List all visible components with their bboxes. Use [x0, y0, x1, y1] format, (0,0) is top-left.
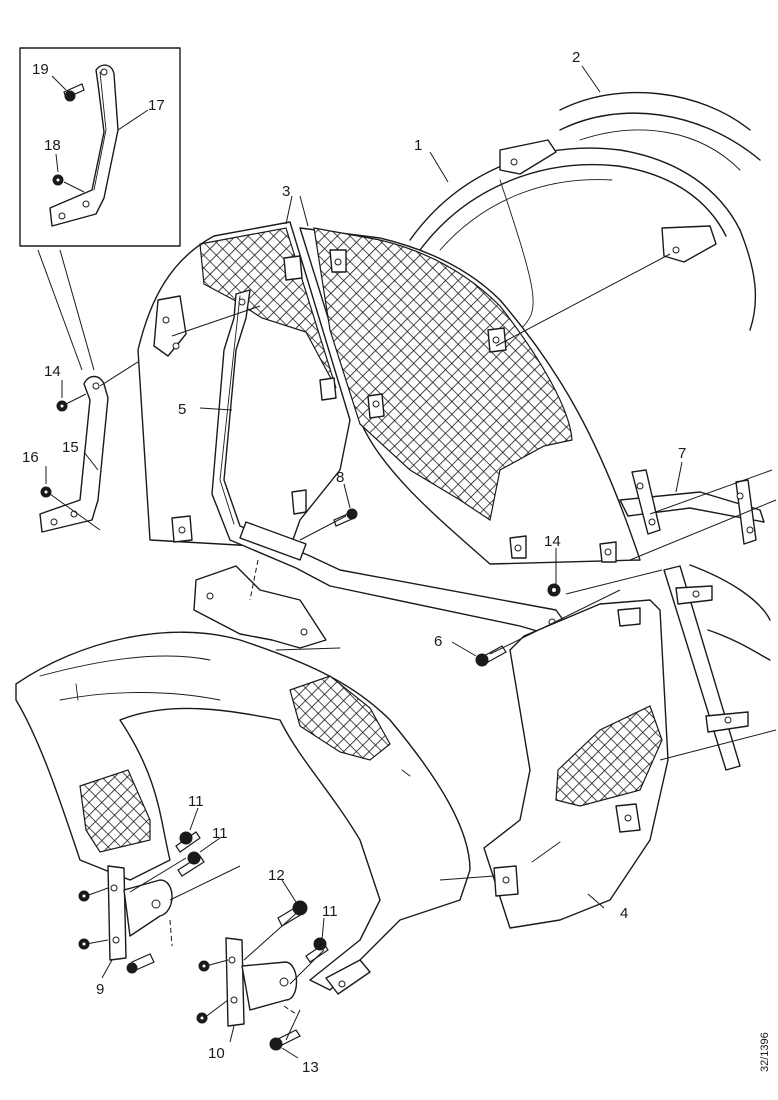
callout-18: 18 [44, 137, 61, 154]
callout-14-right: 14 [544, 533, 561, 550]
screw-8 [333, 508, 358, 527]
lower-arch-liner [15, 565, 471, 995]
wheel-arch-2 [559, 91, 771, 661]
callout-leaders [45, 65, 683, 1059]
assembly-lines [85, 253, 777, 1041]
callout-10: 10 [208, 1045, 225, 1062]
bolt-11-lower [305, 937, 329, 963]
bolt-19 [63, 83, 85, 102]
bolts-11-upper [175, 831, 205, 877]
callout-9: 9 [96, 981, 104, 998]
callout-14-left: 14 [44, 363, 61, 380]
callout-13: 13 [302, 1059, 319, 1076]
callout-4: 4 [620, 905, 628, 922]
mesh-upper-left [199, 227, 337, 389]
callout-12: 12 [268, 867, 285, 884]
bolt-12 [277, 900, 308, 927]
mesh-upper-right [313, 227, 573, 521]
panel-4 [483, 599, 669, 929]
callout-16: 16 [22, 449, 39, 466]
nut-18 [52, 174, 85, 193]
callout-11-middle: 11 [212, 825, 228, 842]
reference-code: 32/1396 [759, 1032, 771, 1072]
nut-16 [40, 486, 52, 498]
callout-19: 19 [32, 61, 49, 78]
mesh-lower-right [555, 705, 663, 807]
inset-detail [19, 47, 181, 371]
callout-1: 1 [414, 137, 422, 154]
callout-7: 7 [678, 445, 686, 462]
callout-8: 8 [336, 469, 344, 486]
callout-11-upper: 11 [188, 793, 204, 810]
mesh-lower-left [79, 769, 151, 853]
nut-14-left [56, 400, 68, 412]
callout-17: 17 [148, 97, 165, 114]
bracket-10 [196, 937, 298, 1027]
nut-14-right [547, 583, 561, 597]
panel-3-right [299, 227, 641, 565]
mesh-lower-centre [289, 675, 391, 761]
strip-lower-right [663, 565, 749, 771]
callout-11-lower: 11 [322, 903, 338, 920]
callout-3: 3 [282, 183, 290, 200]
callout-2: 2 [572, 49, 580, 66]
bracket-9 [78, 865, 173, 974]
callout-labels: 1 2 3 4 5 6 7 8 9 10 11 11 11 12 13 14 1… [22, 49, 771, 1076]
bracket-17 [49, 64, 119, 227]
panel-3-left [137, 221, 351, 549]
screw-6 [475, 645, 507, 667]
callout-5: 5 [178, 401, 186, 418]
bolt-13 [269, 1029, 301, 1051]
callout-15: 15 [62, 439, 79, 456]
inset-frame [19, 47, 181, 247]
bracket-15 [39, 347, 161, 533]
callout-6: 6 [434, 633, 442, 650]
wheel-arch-liner-1 [409, 139, 741, 331]
